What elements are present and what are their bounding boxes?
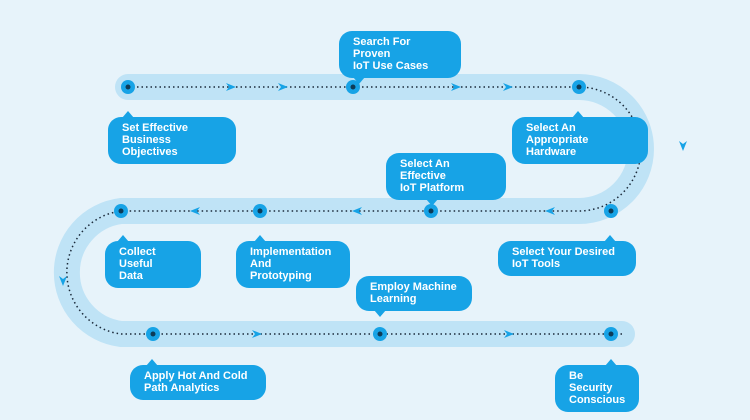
step-label-iot-tools: Select Your Desired IoT Tools — [498, 235, 636, 276]
arrow-right-icon — [503, 83, 513, 91]
node-iot-tools — [604, 204, 618, 218]
step-nodes — [114, 80, 618, 341]
node-path-analytics — [146, 327, 160, 341]
node-select-hardware — [572, 80, 586, 94]
node-collect-data — [114, 204, 128, 218]
arrow-down-icon — [59, 276, 67, 286]
node-implementation — [253, 204, 267, 218]
step-label-security: Be Security Conscious — [555, 359, 639, 412]
step-label-search-use-cases: Search For Proven IoT Use Cases — [339, 31, 461, 84]
step-label-collect-data: Collect Useful Data — [105, 235, 201, 288]
arrow-right-icon — [504, 330, 514, 338]
node-set-objectives — [121, 80, 135, 94]
step-label-machine-learning: Employ Machine Learning — [356, 276, 472, 317]
arrow-left-icon — [352, 207, 362, 215]
step-label-iot-platform: Select An Effective IoT Platform — [386, 153, 506, 206]
step-label-path-analytics: Apply Hot And Cold Path Analytics — [130, 359, 266, 400]
arrow-right-icon — [278, 83, 288, 91]
direction-arrows — [59, 83, 687, 338]
road-band — [53, 74, 654, 347]
step-label-set-objectives: Set Effective Business Objectives — [108, 111, 236, 164]
node-machine-learning — [373, 327, 387, 341]
arrow-left-icon — [190, 207, 200, 215]
arrow-left-icon — [545, 207, 555, 215]
arrow-right-icon — [451, 83, 461, 91]
node-iot-platform — [424, 204, 438, 218]
arrow-right-icon — [252, 330, 262, 338]
arrow-right-icon — [226, 83, 236, 91]
step-label-implementation: Implementation And Prototyping — [236, 235, 350, 288]
step-label-select-hardware: Select An Appropriate Hardware — [512, 111, 648, 164]
arrow-down-icon — [679, 141, 687, 151]
node-security — [604, 327, 618, 341]
